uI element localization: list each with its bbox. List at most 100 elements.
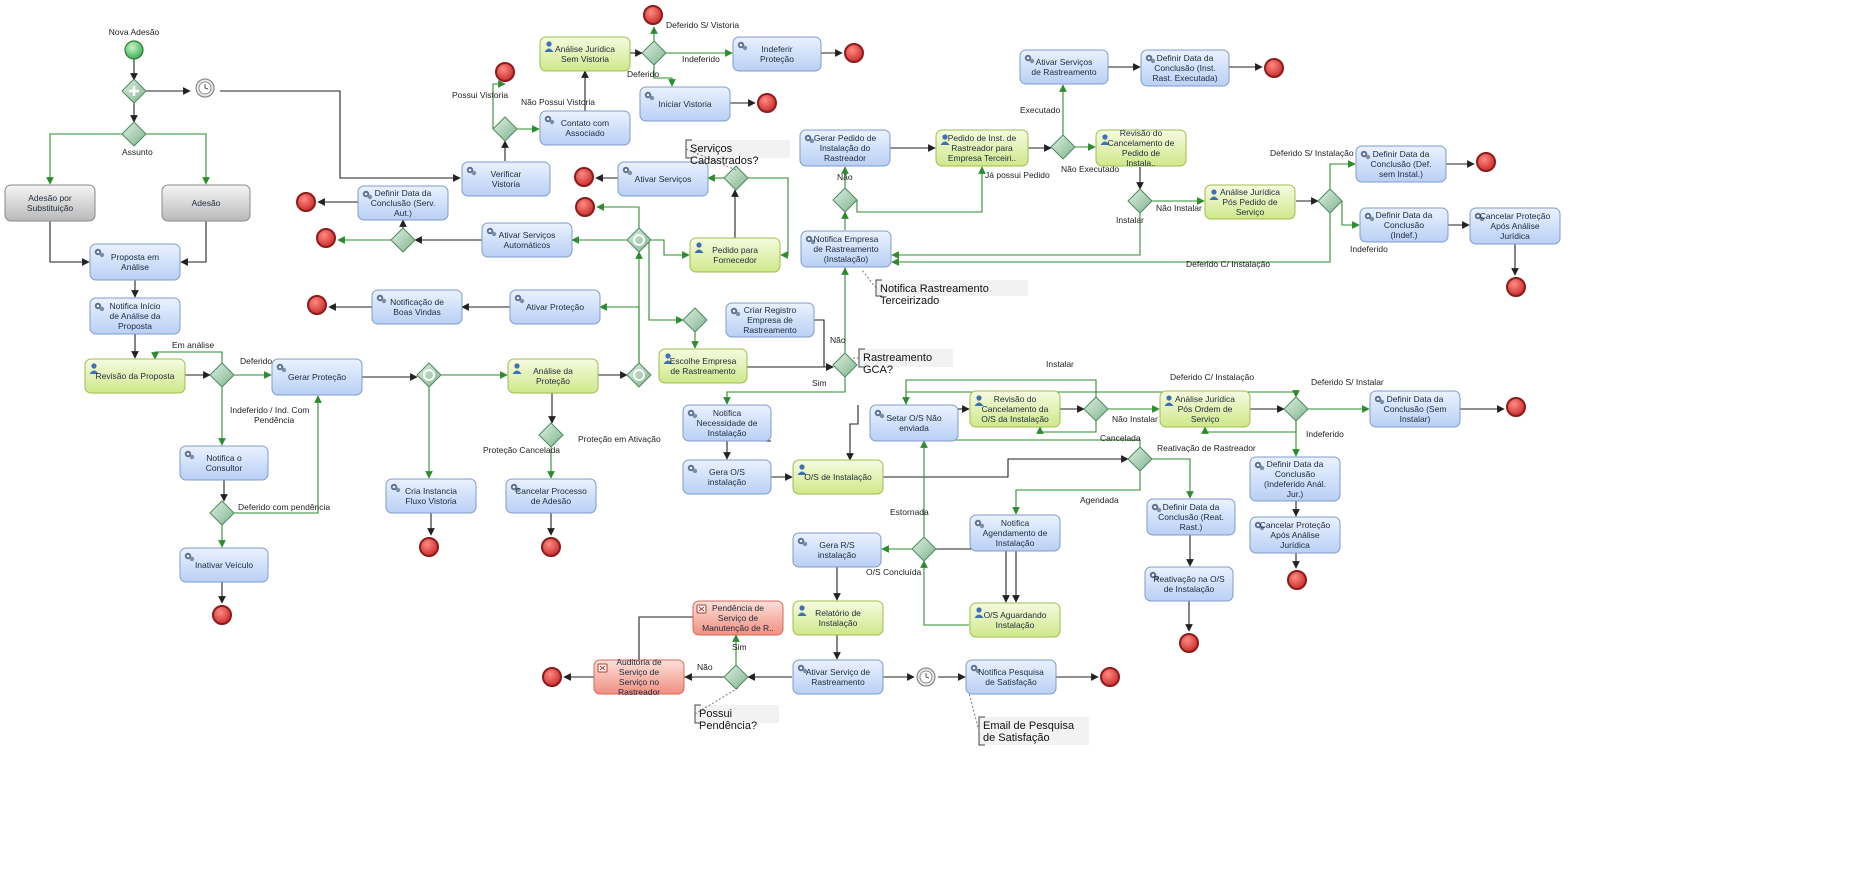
task-gerar-protecao[interactable]: Gerar Proteção (271, 358, 363, 396)
gateway-g-instalar[interactable] (1127, 188, 1153, 214)
gateway-g-exec[interactable] (1050, 134, 1076, 160)
gateway-g-escolhe[interactable] (682, 307, 708, 333)
task-iniciar-vistoria[interactable]: Iniciar Vistoria (639, 86, 731, 122)
end-event-icon[interactable] (1179, 633, 1199, 653)
end-event-icon[interactable] (307, 295, 327, 315)
end-event-icon[interactable] (419, 537, 439, 557)
end-event-icon[interactable] (1476, 152, 1496, 172)
gateway-g-vistoria[interactable] (492, 116, 518, 142)
end-event-icon[interactable] (1264, 58, 1284, 78)
end-event-icon[interactable] (575, 197, 595, 217)
gateway-g-analise[interactable] (626, 362, 652, 388)
task-revisao-proposta[interactable]: Revisão da Proposta (84, 358, 186, 394)
task-adesao[interactable]: Adesão (161, 184, 251, 222)
end-event-icon[interactable] (495, 62, 515, 82)
gateway-g-gca[interactable] (832, 352, 858, 378)
task-inativar-veiculo[interactable]: Inativar Veículo (179, 547, 269, 583)
gateway-g-juridica[interactable] (641, 40, 667, 66)
end-event-icon[interactable] (212, 605, 232, 625)
timer-event-icon[interactable] (195, 78, 215, 98)
end-event-icon[interactable] (574, 167, 594, 187)
end-event-icon[interactable] (844, 43, 864, 63)
task-ativar-protecao[interactable]: Ativar Proteção (509, 289, 601, 325)
task-os-instalacao[interactable]: O/S de Instalação (792, 459, 884, 495)
task-shape (732, 36, 822, 72)
gateway-g-japed[interactable] (832, 187, 858, 213)
gateway-g-topmid[interactable] (626, 227, 652, 253)
gateway-g-assunto[interactable] (121, 121, 147, 147)
end-event-icon[interactable] (1506, 397, 1526, 417)
gateway-g-anajur[interactable] (1283, 396, 1309, 422)
gateway-g-estorn[interactable] (911, 536, 937, 562)
end-event-icon[interactable] (541, 537, 561, 557)
gateway-g-gerar[interactable] (416, 362, 442, 388)
timer-event-icon[interactable] (916, 667, 936, 687)
end-event-icon[interactable] (542, 667, 562, 687)
end-event-icon[interactable] (1287, 570, 1307, 590)
gateway-g-reativ[interactable] (1127, 446, 1153, 472)
task-ativar-servicos[interactable]: Ativar Serviços (617, 161, 709, 197)
gateway-g-protcanc[interactable] (538, 422, 564, 448)
gateway-g-pend[interactable] (723, 664, 749, 690)
end-event-icon[interactable] (1100, 667, 1120, 687)
gateway-g-servcad[interactable] (723, 165, 749, 191)
end-event-icon[interactable] (643, 5, 663, 25)
gateway-g-revos[interactable] (1083, 396, 1109, 422)
end-event-icon[interactable] (296, 192, 316, 212)
end-event-icon[interactable] (757, 93, 777, 113)
gateway-g-revisao[interactable] (209, 362, 235, 388)
gateway-g-autserv[interactable] (390, 227, 416, 253)
gateway-g-deferjur[interactable] (1317, 188, 1343, 214)
end-event-icon[interactable] (1506, 277, 1526, 297)
start-event[interactable]: Nova Adesão (109, 27, 160, 60)
end-event-icon[interactable] (316, 228, 336, 248)
gateway-g-deferpend[interactable] (209, 500, 235, 526)
gateway-g-par1[interactable] (121, 78, 147, 104)
